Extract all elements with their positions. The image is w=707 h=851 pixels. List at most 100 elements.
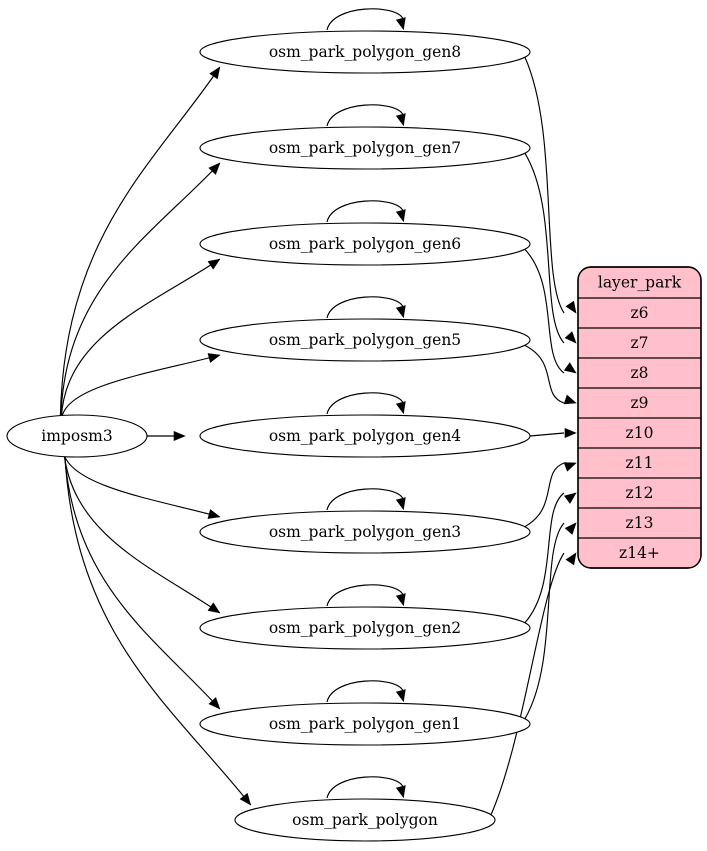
layer-park-table: layer_park z6 z7 z8 z9 z10 z11 z12 z13 z14+ xyxy=(577,266,702,569)
edge-arrow-icon xyxy=(208,697,221,710)
edge-arrow-icon xyxy=(564,522,577,535)
graph-node-imposm3[interactable]: imposm3 xyxy=(6,414,148,458)
table-row-z8[interactable]: z8 xyxy=(630,364,648,382)
edge-imposm3-to-osm-park-polygon-gen3 xyxy=(63,453,220,518)
graph-node-osm-park-polygon-gen7[interactable]: osm_park_polygon_gen7 xyxy=(199,126,531,170)
table-row-z12[interactable]: z12 xyxy=(626,484,654,502)
table-row-z10[interactable]: z10 xyxy=(626,424,654,442)
edge-imposm3-to-osm-park-polygon-gen6 xyxy=(60,258,221,419)
table-row-z7[interactable]: z7 xyxy=(630,334,648,352)
graph-node-osm-park-polygon-gen5[interactable]: osm_park_polygon_gen5 xyxy=(199,318,531,362)
graph-node-osm-park-polygon[interactable]: osm_park_polygon xyxy=(234,798,496,842)
edge-osm-park-polygon-gen3-to-z11 xyxy=(524,462,565,528)
edge-osm-park-polygon-gen1-to-z13 xyxy=(524,522,565,719)
graph-node-osm-park-polygon-gen1[interactable]: osm_park_polygon_gen1 xyxy=(199,702,531,746)
self-loop-arrow-icon xyxy=(395,497,406,511)
node-ellipse-shape xyxy=(234,798,496,842)
edge-arrow-icon xyxy=(207,353,221,363)
node-label: osm_park_polygon_gen6 xyxy=(269,235,461,253)
edge-imposm3-to-osm-park-polygon-gen2 xyxy=(63,453,221,614)
table-row-z11[interactable]: z11 xyxy=(626,454,654,472)
graph-node-osm-park-polygon-gen4[interactable]: osm_park_polygon_gen4 xyxy=(199,414,531,458)
edges-to-table xyxy=(490,57,577,815)
self-loop-edge xyxy=(326,296,404,319)
table-row-z9[interactable]: z9 xyxy=(630,394,648,412)
edges-from-source xyxy=(59,66,252,806)
self-loop-edge xyxy=(326,8,404,31)
edge-arrow-icon xyxy=(563,462,577,472)
self-loop-arrow-icon xyxy=(395,401,406,415)
edge-imposm3-to-osm-park-polygon-gen7 xyxy=(60,162,221,419)
edge-arrow-icon xyxy=(209,66,221,80)
graph-node-osm-park-polygon-gen2[interactable]: osm_park_polygon_gen2 xyxy=(199,606,531,650)
edge-arrow-icon xyxy=(208,162,221,175)
graph-node-osm-park-polygon-gen3[interactable]: osm_park_polygon_gen3 xyxy=(199,510,531,554)
self-loop-edge xyxy=(326,392,404,415)
edge-imposm3-to-osm-park-polygon-gen5 xyxy=(61,354,220,419)
self-loop-arrow-icon xyxy=(395,689,406,703)
node-ellipse-shape xyxy=(199,126,531,170)
edge-arrow-icon xyxy=(207,509,221,519)
table-row-z14+[interactable]: z14+ xyxy=(619,544,660,562)
table-layer-park[interactable]: layer_park z6 z7 z8 z9 z10 z11 z12 z13 z14+ xyxy=(577,266,702,569)
edge-imposm3-to-osm-park-polygon-gen1 xyxy=(63,453,221,710)
table-row-z6[interactable]: z6 xyxy=(630,304,648,322)
self-loop-edge xyxy=(326,680,404,703)
self-loop-edge xyxy=(326,104,404,127)
edge-arrow-icon xyxy=(565,300,577,314)
self-loop-arrow-icon xyxy=(395,593,406,607)
table-header-label: layer_park xyxy=(598,274,682,292)
self-loop-edge xyxy=(326,488,404,511)
source-node-label: imposm3 xyxy=(41,427,112,445)
edge-arrow-icon xyxy=(563,394,577,405)
node-label: osm_park_polygon_gen8 xyxy=(269,43,461,61)
self-loop-edge xyxy=(326,200,404,223)
node-ellipse-shape xyxy=(199,30,531,74)
graph-node-osm-park-polygon-gen8[interactable]: osm_park_polygon_gen8 xyxy=(199,30,531,74)
node-label: osm_park_polygon xyxy=(292,811,438,829)
edge-osm-park-polygon-gen4-to-z10 xyxy=(529,432,565,437)
table-outline-stroke xyxy=(577,266,702,569)
node-ellipse-shape xyxy=(199,318,531,362)
self-loop-arrow-icon xyxy=(395,785,406,799)
table-row-z13[interactable]: z13 xyxy=(626,514,654,532)
edge-arrow-icon xyxy=(563,492,577,504)
self-loop-arrow-icon xyxy=(395,17,406,31)
edge-osm-park-polygon-gen2-to-z12 xyxy=(524,492,565,623)
edge-arrow-icon xyxy=(565,552,577,566)
edge-arrow-icon xyxy=(564,331,577,344)
node-ellipse-shape xyxy=(199,510,531,554)
node-ellipse-shape xyxy=(199,414,531,458)
self-loop-edge xyxy=(326,776,404,799)
self-loop-edges xyxy=(326,8,406,799)
graph-node-osm-park-polygon-gen6[interactable]: osm_park_polygon_gen6 xyxy=(199,222,531,266)
node-label: osm_park_polygon_gen7 xyxy=(269,139,461,157)
edge-arrow-icon xyxy=(207,602,221,614)
self-loop-arrow-icon xyxy=(395,305,406,319)
edge-imposm3-to-osm-park-polygon xyxy=(64,453,252,806)
node-label: osm_park_polygon_gen1 xyxy=(269,715,461,733)
edge-arrow-icon xyxy=(207,258,221,270)
edge-arrow-icon xyxy=(563,362,577,374)
self-loop-arrow-icon xyxy=(395,209,406,223)
ellipse-nodes: osm_park_polygon_gen8 osm_park_polygon_ge… xyxy=(199,30,531,842)
self-loop-arrow-icon xyxy=(395,113,406,127)
edge-imposm3-to-osm-park-polygon-gen8 xyxy=(59,66,221,419)
edge-arrow-icon xyxy=(173,430,186,442)
edge-osm-park-polygon-gen6-to-z8 xyxy=(524,249,565,374)
self-loop-edge xyxy=(326,584,404,607)
node-ellipse-shape xyxy=(199,702,531,746)
node-ellipse-shape xyxy=(199,606,531,650)
edge-arrow-icon xyxy=(239,792,252,806)
edge-osm-park-polygon-to-z14+ xyxy=(490,552,565,815)
edge-osm-park-polygon-gen8-to-z6 xyxy=(524,57,565,314)
edge-osm-park-polygon-gen7-to-z7 xyxy=(524,153,565,344)
node-label: osm_park_polygon_gen3 xyxy=(269,523,461,541)
node-ellipse-shape xyxy=(199,222,531,266)
node-label: osm_park_polygon_gen5 xyxy=(269,331,461,349)
source-node: imposm3 xyxy=(6,414,148,458)
node-label: osm_park_polygon_gen2 xyxy=(269,619,461,637)
node-label: osm_park_polygon_gen4 xyxy=(269,427,461,445)
